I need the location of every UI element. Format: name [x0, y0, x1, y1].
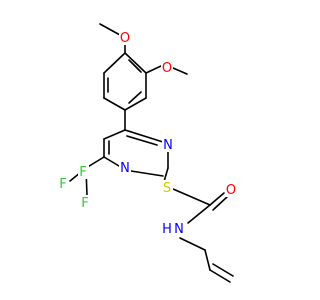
atom-o-methoxy-right: O: [161, 60, 173, 76]
atom-n-ring-right: N: [162, 137, 174, 153]
bond-line: [212, 196, 228, 211]
oxygen-label: O: [226, 183, 236, 198]
oxygen-label: O: [120, 31, 130, 46]
atom-f-bottom: F: [80, 195, 91, 211]
bond-line: [124, 97, 147, 111]
bond-line: [145, 65, 162, 74]
molecule-structure-diagram: O O N N S O H N F: [0, 0, 300, 300]
bond-line: [124, 129, 164, 143]
bond-line: [172, 67, 188, 75]
atom-n-amide: H N: [162, 221, 186, 237]
bond-line: [212, 263, 234, 277]
bond-line: [130, 170, 164, 177]
atom-o-methoxy-top: O: [119, 30, 131, 46]
nitrogen-label: N: [174, 222, 184, 237]
fluorine-label: F: [79, 165, 86, 180]
nitrogen-label: N: [120, 161, 130, 176]
atom-o-carbonyl: O: [225, 182, 237, 198]
hydrogen-label: H: [162, 222, 172, 237]
fluorine-label: F: [59, 177, 66, 192]
bond-line: [103, 52, 126, 74]
fluorine-label: F: [81, 196, 88, 211]
nitrogen-label: N: [163, 138, 173, 153]
atom-n-ring-bottom: N: [119, 160, 131, 176]
sulfur-label: S: [163, 181, 171, 196]
atom-s-thioether: S: [161, 180, 173, 196]
bond-line: [204, 249, 211, 271]
bond-line: [187, 204, 211, 224]
bond-line: [172, 188, 188, 196]
bond-line: [126, 135, 158, 146]
bond-line: [128, 91, 142, 104]
oxygen-label: O: [162, 61, 172, 76]
atom-f-left: F: [58, 176, 69, 192]
bond-line: [179, 237, 206, 251]
bond-line: [103, 156, 120, 167]
atom-label-layer: O O N N S O H N F: [58, 30, 237, 237]
atom-f-top: F: [78, 164, 89, 180]
bond-line: [99, 23, 121, 36]
bond-line: [124, 52, 147, 74]
canvas-background: [0, 0, 300, 300]
bond-line: [103, 129, 126, 140]
bond-line: [209, 269, 231, 283]
bond-line: [209, 192, 225, 206]
bond-line: [103, 97, 126, 111]
bond-line: [186, 194, 211, 206]
bond-line: [128, 59, 142, 73]
